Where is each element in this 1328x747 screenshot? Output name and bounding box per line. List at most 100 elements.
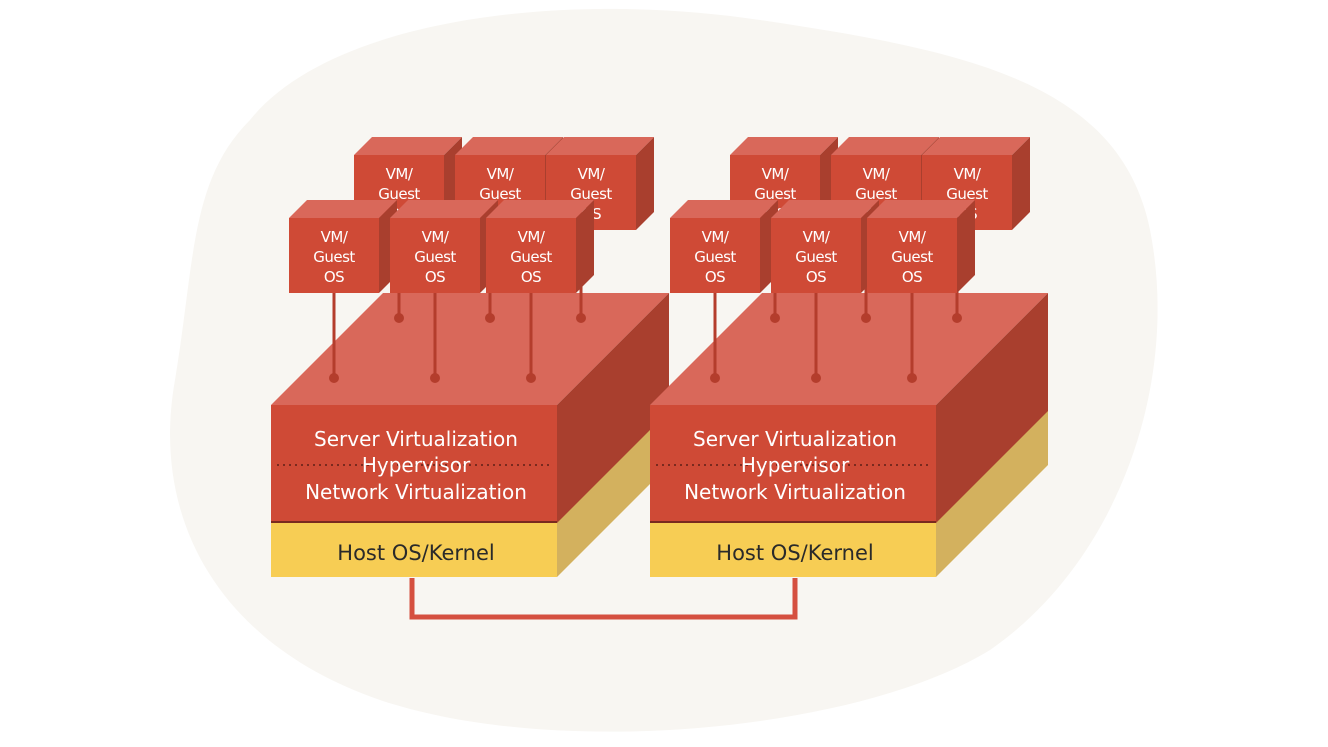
host-stack-2-hypervisor-side: [936, 293, 1048, 523]
vm-label-line: VM/: [578, 165, 606, 183]
vm-back-2-3-side: [1012, 137, 1030, 230]
vm-connector: [526, 292, 536, 383]
vm-label-line: VM/: [899, 228, 927, 246]
vm-front-1-1-front: [289, 218, 379, 293]
server-label-line: Network Virtualization: [684, 480, 906, 504]
vm-back-2-3-top: [922, 137, 1030, 155]
vm-back-2-1-top: [730, 137, 838, 155]
host-stack-1-hypervisor: [271, 293, 669, 523]
vm-label-line: Guest: [479, 185, 521, 203]
host-stack-2-kernel-front: [650, 522, 936, 577]
vm-back-1-1-top: [354, 137, 462, 155]
host-stack-1-kernel-side: [557, 410, 669, 577]
host-stack-2-kernel-side: [936, 410, 1048, 577]
vm-connector: [811, 292, 821, 383]
vm-connector: [329, 292, 339, 383]
host-label: Host OS/Kernel: [337, 541, 494, 565]
vm-label-line: VM/: [863, 165, 891, 183]
vm-front-1-2-front: [390, 218, 480, 293]
vm-label-line: VM/: [321, 228, 349, 246]
server-label-line: Server Virtualization: [693, 427, 897, 451]
connector-dot: [394, 313, 404, 323]
vm-label-line: OS: [705, 268, 725, 286]
vm-front-2-1-top: [670, 200, 778, 218]
connector-dot: [907, 373, 917, 383]
vm-label-line: Guest: [795, 248, 837, 266]
vm-label-line: VM/: [422, 228, 450, 246]
vm-front-1-3-side: [576, 200, 594, 293]
vm-front-1-3-top: [486, 200, 594, 218]
vm-label-line: Guest: [378, 185, 420, 203]
host-stack-2-hypervisor-front: [650, 405, 936, 523]
connector-dot: [952, 313, 962, 323]
connector-dot: [576, 313, 586, 323]
vm-label-line: Guest: [694, 248, 736, 266]
vm-label-line: OS: [425, 268, 445, 286]
connector-dot: [710, 373, 720, 383]
vm-front-2-3-front: [867, 218, 957, 293]
vm-label-line: Guest: [891, 248, 933, 266]
connector-dot: [811, 373, 821, 383]
server-label-line: Server Virtualization: [314, 427, 518, 451]
vm-label-line: Guest: [414, 248, 456, 266]
vm-front-1-3-front: [486, 218, 576, 293]
vm-label-line: Guest: [313, 248, 355, 266]
vm-back-1-2-top: [455, 137, 563, 155]
host-stack-1-hypervisor-top: [271, 293, 669, 405]
host-label: Host OS/Kernel: [716, 541, 873, 565]
vm-label-line: VM/: [803, 228, 831, 246]
host-link: [409, 578, 798, 620]
vm-front-2-3-top: [867, 200, 975, 218]
host-stack-1-kernel-front: [271, 522, 557, 577]
vm-front-2-2-front: [771, 218, 861, 293]
vm-label-line: VM/: [386, 165, 414, 183]
vm-front-1-1-top: [289, 200, 397, 218]
vm-label-line: OS: [324, 268, 344, 286]
vm-label-line: OS: [521, 268, 541, 286]
links-layer: [409, 578, 798, 620]
vm-label-line: Guest: [946, 185, 988, 203]
vm-connector: [430, 292, 440, 383]
server-label-line: Network Virtualization: [305, 480, 527, 504]
vm-label-line: Guest: [510, 248, 552, 266]
vm-front-2-3-side: [957, 200, 975, 293]
vm-label-line: VM/: [954, 165, 982, 183]
vm-front-2-2-top: [771, 200, 879, 218]
host-stack-1-hypervisor-side: [557, 293, 669, 523]
vm-connector: [710, 292, 720, 383]
vm-label-line: VM/: [487, 165, 515, 183]
connector-dot: [526, 373, 536, 383]
vm-front-1-2-top: [390, 200, 498, 218]
host-stack-2-hypervisor-top: [650, 293, 1048, 405]
server-label-line: Hypervisor: [741, 453, 850, 477]
connector-dot: [770, 313, 780, 323]
connector-dot: [430, 373, 440, 383]
vm-label-line: Guest: [855, 185, 897, 203]
vm-label-line: OS: [902, 268, 922, 286]
host-stack-2-hypervisor: [650, 293, 1048, 523]
vm-front-2-1-front: [670, 218, 760, 293]
front-vm-row: VM/GuestOSVM/GuestOSVM/GuestOSVM/GuestOS…: [289, 200, 975, 293]
connector-dot: [329, 373, 339, 383]
vm-back-1-3-side: [636, 137, 654, 230]
vm-label-line: VM/: [762, 165, 790, 183]
vm-label-line: VM/: [518, 228, 546, 246]
vm-label-line: Guest: [570, 185, 612, 203]
vm-back-1-3-top: [546, 137, 654, 155]
vm-label-line: VM/: [702, 228, 730, 246]
vm-label-line: OS: [806, 268, 826, 286]
connector-dot: [485, 313, 495, 323]
vm-back-2-2-top: [831, 137, 939, 155]
connector-dot: [861, 313, 871, 323]
vm-connector: [907, 292, 917, 383]
